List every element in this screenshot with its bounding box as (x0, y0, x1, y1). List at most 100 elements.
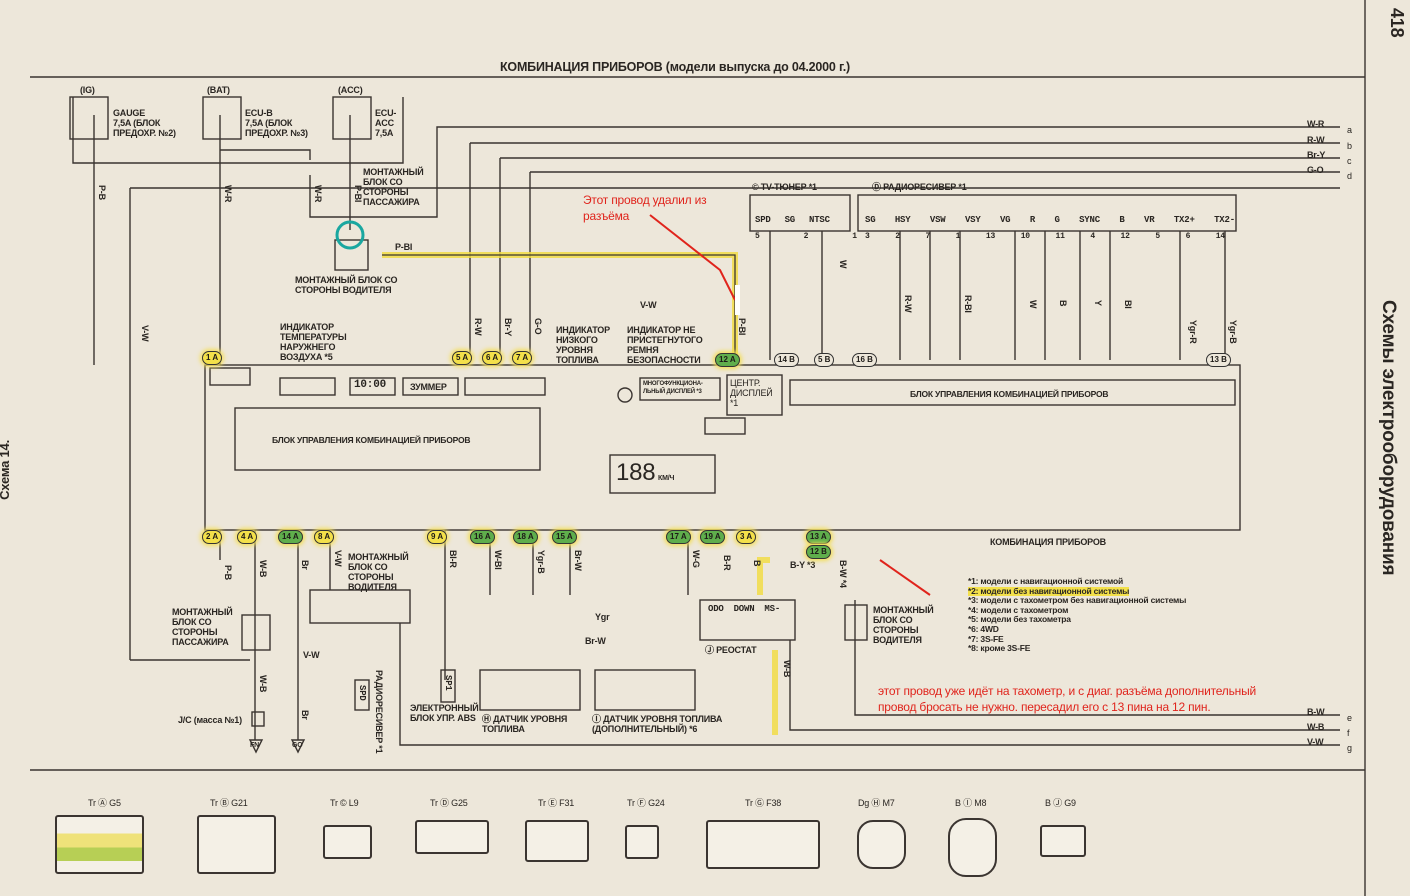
cd-line: ДИСПЛЕЙ (730, 388, 773, 398)
wire-label: BI (1123, 300, 1133, 309)
wire-label: Y (1093, 300, 1103, 306)
radio-pin-name: VSW (929, 215, 946, 225)
connector-label: B Ⓘ M8 (955, 798, 987, 808)
pin-a16: 16 A (470, 530, 495, 544)
wire-label: R-W (903, 295, 913, 313)
connector-label: Tr Ⓐ G5 (88, 798, 121, 808)
tv-pin-name: SG (784, 215, 796, 225)
footnote: *6: 4WD (968, 623, 999, 634)
wire-label: P-BI (395, 242, 413, 252)
tv-tuner-title: © TV-ТЮНЕР *1 (752, 182, 817, 192)
footnote: *8: кроме 3S-FE (968, 643, 1031, 654)
fsa-line: Ⓘ ДАТЧИК УРОВНЯ ТОПЛИВА (592, 714, 723, 724)
radio-pin-name: G (1054, 215, 1060, 225)
ground-fn: FN (250, 742, 259, 749)
wire-label: P-B (97, 185, 107, 200)
wire-label: Br-W (585, 636, 606, 646)
jb-line: БЛОК СО (363, 177, 403, 187)
connector-l9 (323, 825, 372, 859)
radio-pin-name: R (1029, 215, 1036, 225)
speed-unit: КМ/Ч (658, 475, 675, 482)
connector-label: Tr Ⓓ G25 (430, 798, 468, 808)
annotation-line: разъёма (583, 209, 630, 223)
wire-b-w: B-W (1307, 707, 1325, 717)
radio-pin-number: 10 (1020, 232, 1030, 241)
connector-label: Tr Ⓑ G21 (210, 798, 248, 808)
ind-line: ТОПЛИВА (556, 355, 599, 365)
connector-f31 (525, 820, 589, 862)
radio-title: Ⓓ РАДИОРЕСИВЕР *1 (872, 182, 967, 192)
jb-line: ВОДИТЕЛЯ (873, 635, 922, 645)
fuse-label-line: 7,5A (БЛОК (113, 118, 161, 128)
ind-line: РЕМНЯ (627, 345, 659, 355)
wire-label: R-W (473, 318, 483, 336)
annotation-line: провод бросать не нужно. пересадил его с… (878, 700, 1211, 714)
wire-label: P-BI (353, 185, 363, 203)
connector-g25 (415, 820, 489, 854)
connector-g9 (1040, 825, 1086, 857)
annotation-line: Этот провод удалил из (583, 193, 707, 207)
fuse-source-ig: (IG) (80, 85, 95, 95)
radio-pin-number: 7 (925, 232, 931, 241)
connector-label: B Ⓙ G9 (1045, 798, 1076, 808)
wire-end-a: a (1347, 125, 1352, 135)
wire-label: Ygr-B (536, 550, 546, 574)
wire-label: V-W (303, 650, 320, 660)
wire-label: V-W (333, 550, 343, 567)
radio-bottom-label: РАДИОРЕСИВЕР *1 (374, 670, 384, 755)
wire-label: W-B (258, 560, 268, 578)
wire-label: Br (300, 560, 310, 570)
sp1-box: SP1 (443, 675, 453, 694)
wire-label: Br-Y (503, 318, 513, 337)
pin-a19: 19 A (700, 530, 725, 544)
ind-line: ВОЗДУХА *5 (280, 352, 333, 362)
connector-label: Tr Ⓔ F31 (538, 798, 575, 808)
pin-a14: 14 A (278, 530, 303, 544)
connector-g5 (55, 815, 144, 874)
fsa-line: (ДОПОЛНИТЕЛЬНЫЙ) *6 (592, 724, 698, 734)
wire-label: Ygr-R (1188, 320, 1198, 344)
tv-pin-name: NTSC (809, 215, 830, 225)
connector-m8 (948, 818, 997, 877)
rheostat-pin: MS- (764, 604, 781, 614)
fuse-label-line: GAUGE (113, 108, 146, 118)
spd-box: SPD (357, 685, 367, 704)
buzzer: ЗУММЕР (410, 382, 447, 392)
connector-f38 (706, 820, 820, 869)
center-display: ЦЕНТР.ДИСПЛЕЙ*1 (730, 378, 773, 408)
control-unit-label: БЛОК УПРАВЛЕНИЯ КОМБИНАЦИЕЙ ПРИБОРОВ (272, 435, 471, 445)
pin-a15: 15 A (552, 530, 577, 544)
radio-pin-name: TX2+ (1173, 215, 1195, 225)
wire-label: P-B (223, 565, 233, 580)
tv-pin-number: 5 (755, 232, 760, 241)
fuse-label-line: 7,5A (БЛОК (245, 118, 293, 128)
cd-line: ЦЕНТР. (730, 378, 761, 388)
ind-line: НИЗКОГО (556, 335, 598, 345)
connector-g21 (197, 815, 276, 874)
pin-a9: 9 A (427, 530, 448, 544)
radio-pin-number: 12 (1120, 232, 1130, 241)
jb-line: ПАССАЖИРА (363, 197, 420, 207)
wire-label: Br (300, 710, 310, 720)
page-title: КОМБИНАЦИЯ ПРИБОРОВ (модели выпуска до 0… (500, 60, 850, 74)
fuse-source-acc: (ACC) (338, 85, 363, 95)
ind-line: УРОВНЯ (556, 345, 593, 355)
wire-label: W-G (691, 550, 701, 568)
wire-w-b: W-B (1307, 722, 1325, 732)
fuse-label-line: 7,5A (375, 128, 394, 138)
page-number: 418 (1387, 8, 1407, 38)
fuse-label-line: ACC (375, 118, 394, 128)
tv-pin-name: SPD (755, 215, 771, 225)
pin-b5: 5 B (814, 353, 835, 367)
footnote: *1: модели с навигационной системой (968, 576, 1124, 586)
wire-label: G-O (533, 318, 543, 335)
pin-a2: 2 A (202, 530, 223, 544)
connector-label: Dg Ⓗ M7 (858, 798, 895, 808)
